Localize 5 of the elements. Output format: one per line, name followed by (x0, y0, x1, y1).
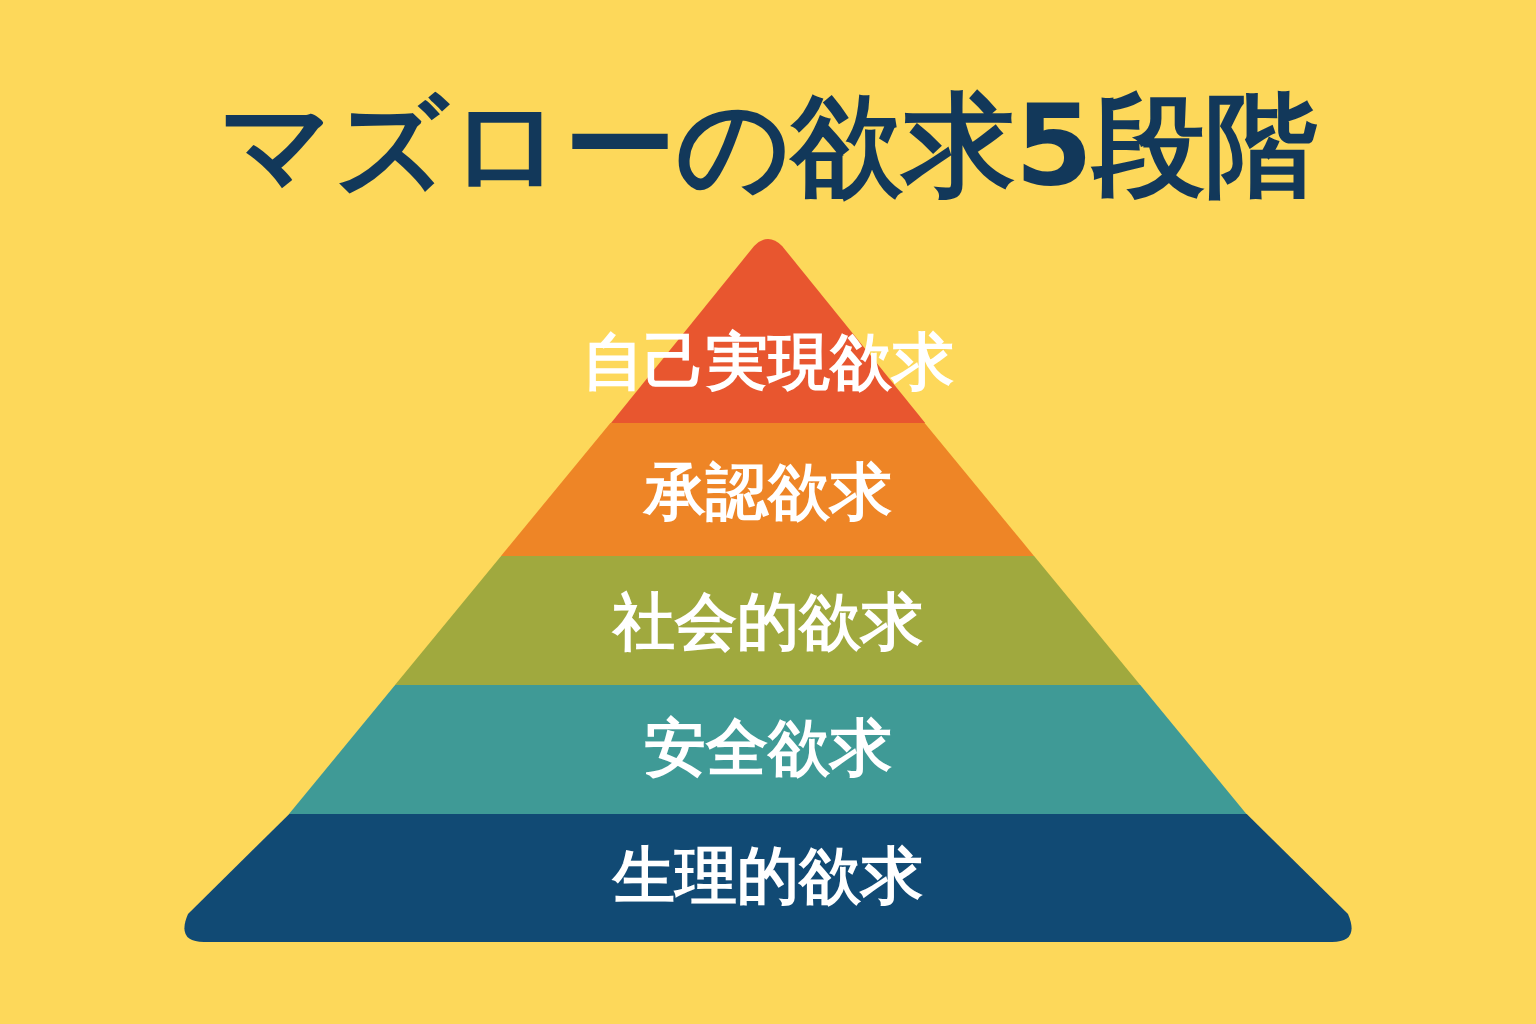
title: マズローの欲求5段階 (218, 79, 1318, 212)
level-label: 社会的欲求 (613, 586, 923, 658)
level-label: 承認欲求 (644, 456, 892, 528)
level-label: 生理的欲求 (613, 840, 923, 912)
level-label: 安全欲求 (644, 712, 892, 784)
